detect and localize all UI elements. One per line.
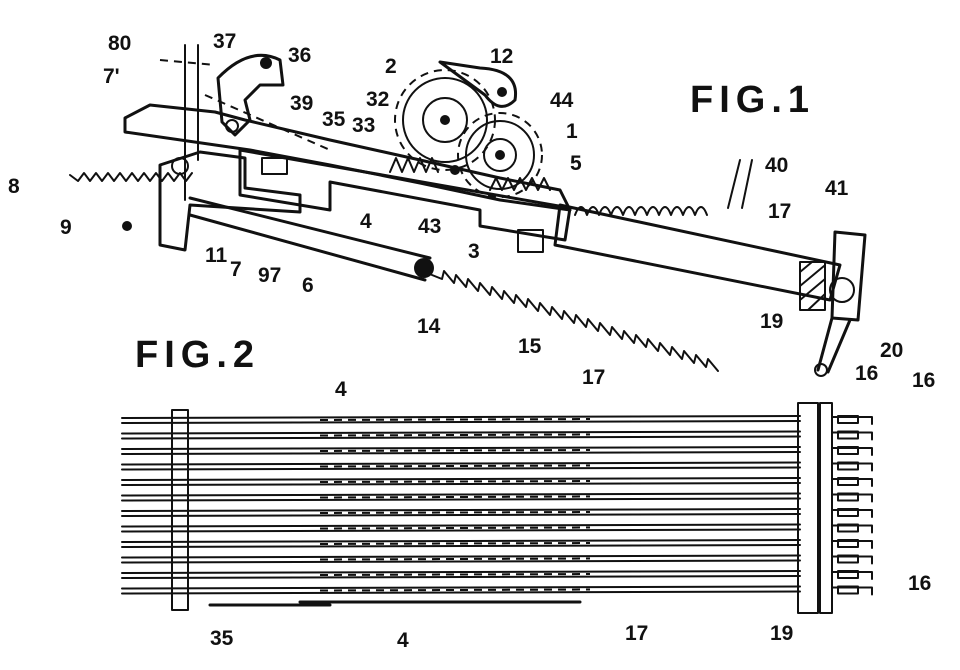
dash-link [159, 59, 331, 151]
pin-9 [122, 221, 132, 231]
hatch-19 [799, 261, 826, 311]
bar-10 [121, 554, 873, 565]
end-16 [814, 363, 828, 377]
ref-14: 14 [417, 315, 441, 338]
slide-bar-4 [238, 148, 572, 242]
ref-11: 11 [205, 244, 228, 267]
ref-40: 40 [765, 154, 788, 177]
ref2-19: 19 [770, 622, 793, 645]
ref-12: 12 [490, 45, 513, 68]
ref-7: 7 [230, 258, 242, 281]
gear-2 [394, 69, 496, 171]
bar-4 [121, 461, 873, 472]
ref2-35: 35 [210, 627, 234, 650]
ref-41: 41 [825, 177, 849, 200]
pivot-36 [260, 57, 272, 69]
ref-39: 39 [290, 92, 313, 115]
bar-11 [121, 570, 873, 580]
ref2-16-right: 16 [908, 572, 931, 595]
lever-arm [188, 196, 432, 282]
ref-5: 5 [570, 152, 582, 175]
ref-8: 8 [8, 175, 20, 198]
ref2-16-top: 16 [912, 369, 935, 392]
ref-80: 80 [108, 32, 131, 55]
pawl-12 [438, 60, 518, 108]
bar-6 [121, 492, 873, 503]
end-pivot [829, 277, 855, 303]
ref-9: 9 [60, 216, 72, 239]
lever-7 [158, 150, 302, 252]
bar-1 [121, 415, 873, 425]
right-post [797, 402, 819, 614]
arm-16 [816, 316, 852, 374]
ref-1: 1 [566, 120, 578, 143]
bar-8 [121, 523, 873, 534]
ref-2: 2 [385, 55, 397, 78]
ref-32: 32 [366, 88, 389, 111]
ref-7-prime: 7' [103, 65, 120, 88]
ref-43: 43 [418, 215, 441, 238]
end-block-41 [830, 230, 867, 322]
link-80 [184, 44, 199, 201]
gear-1 [457, 112, 543, 198]
ref-44: 44 [550, 89, 574, 112]
ref-15: 15 [518, 335, 542, 358]
ref-20: 20 [880, 339, 903, 362]
ref-19: 19 [760, 310, 783, 333]
ref-17: 17 [768, 200, 791, 223]
spring-8 [69, 172, 193, 182]
ref-4: 4 [360, 210, 372, 233]
ref-3: 3 [468, 240, 480, 263]
ref-37: 37 [213, 30, 236, 53]
bar-12 [121, 585, 873, 596]
figure-2-label: FIG.2 [135, 334, 260, 376]
fig2-reference-labels: 4 17 16 16 35 4 17 19 [210, 366, 935, 652]
figure-1-label: FIG.1 [690, 79, 815, 121]
ref2-4-top: 4 [335, 378, 347, 401]
hatched-block-mid [517, 229, 544, 253]
ref2-4-bottom: 4 [397, 629, 409, 652]
fig2-bar-assembly [121, 402, 873, 614]
pivot-43 [450, 165, 460, 175]
bar-5 [121, 477, 873, 487]
ref2-17-bottom: 17 [625, 622, 648, 645]
bar-7 [121, 508, 873, 518]
ref-36: 36 [288, 44, 311, 67]
hatched-block-left [261, 157, 288, 175]
rack-3-teeth [389, 157, 551, 191]
ref2-17-top: 17 [582, 366, 605, 389]
rack-bar-17 [553, 203, 842, 302]
ref-97: 97 [258, 264, 281, 287]
key-stem-40 [727, 159, 753, 209]
rack-teeth [574, 206, 708, 216]
bar-3 [121, 446, 873, 456]
bell-crank-36 [216, 53, 285, 137]
pivot-14 [414, 258, 434, 278]
pin-left [225, 119, 239, 133]
ref-6: 6 [302, 274, 314, 297]
spring-15 [431, 270, 719, 372]
pivot-12 [497, 87, 507, 97]
right-post-inner [819, 402, 833, 614]
bar-9 [121, 539, 873, 549]
bar-2 [121, 430, 873, 441]
ref-33: 33 [352, 114, 375, 137]
ref-35: 35 [322, 108, 346, 131]
bar-stack [121, 415, 873, 596]
ref-16: 16 [855, 362, 878, 385]
fig1-reference-labels: 80 37 36 12 2 44 7' 39 35 32 1 33 5 40 4… [8, 30, 903, 385]
fig1-mechanism [69, 44, 867, 377]
